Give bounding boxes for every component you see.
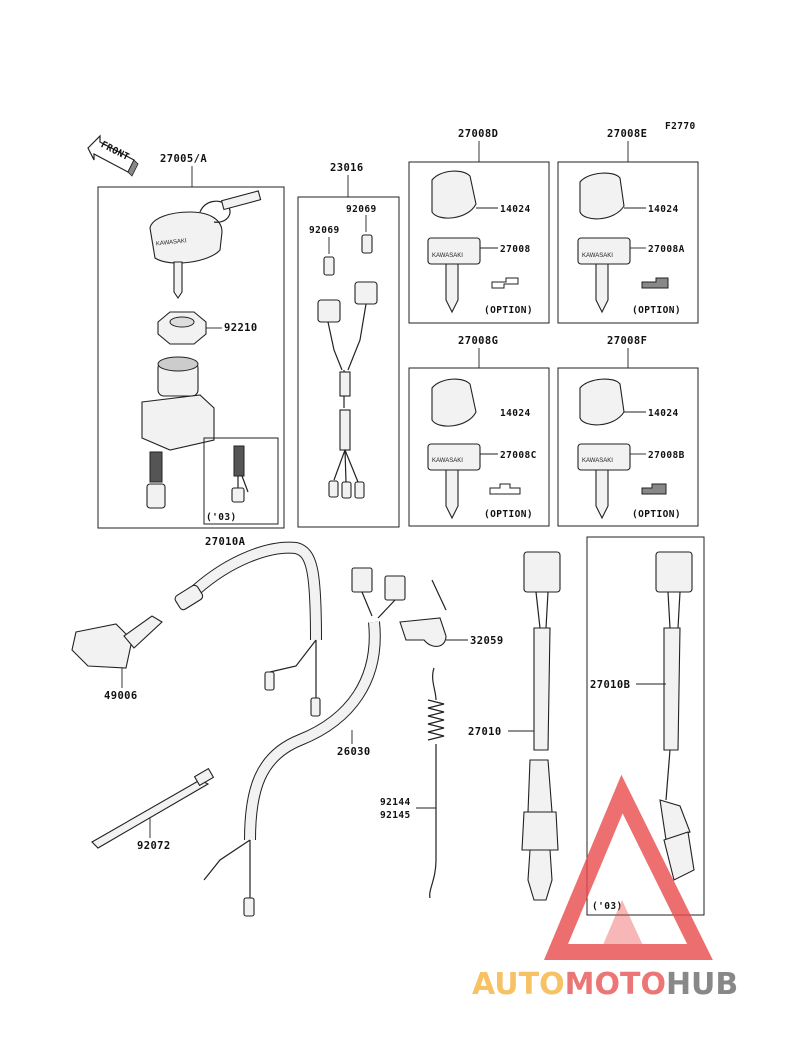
- ignition-switch-group: 27005/A KAWASAKI 92210 ('03): [97, 153, 285, 529]
- spring-switch-group: 92144 92145: [380, 667, 445, 899]
- key-brand-5: KAWASAKI: [582, 458, 613, 464]
- label-27010: 27010: [468, 726, 502, 738]
- harness-26030-group: 26030: [203, 567, 406, 917]
- label-27008: 27008: [500, 244, 531, 255]
- key-set-27008G: 27008G 14024 KAWASAKI 27008C (OPTION): [408, 335, 550, 527]
- label-27008F: 27008F: [607, 335, 647, 347]
- key-brand-2: KAWASAKI: [432, 253, 463, 259]
- cable-tie-92072-group: 92072: [91, 767, 215, 852]
- key-set-27008D: 27008D 14024 KAWASAKI 27008 (OPTION): [408, 128, 550, 324]
- label-92144: 92144: [380, 797, 411, 808]
- option-label-4: (OPTION): [632, 509, 681, 520]
- label-27010A: 27010A: [205, 536, 246, 548]
- label-92210: 92210: [224, 322, 258, 334]
- option-label-2: (OPTION): [632, 305, 681, 316]
- label-14024-d: 14024: [648, 408, 679, 419]
- cable-27010A-group: 27010A 49006: [71, 536, 322, 717]
- label-27008E: 27008E: [607, 128, 647, 140]
- harness-box: [297, 196, 400, 528]
- clamp-32059-group: 32059: [399, 579, 504, 647]
- label-27008B: 27008B: [648, 450, 685, 461]
- label-03-a: ('03): [206, 512, 237, 523]
- option-label-3: (OPTION): [484, 509, 533, 520]
- label-92145: 92145: [380, 810, 411, 821]
- label-23016: 23016: [330, 162, 364, 174]
- key-set-27008E: 27008E 14024 KAWASAKI 27008A (OPTION): [557, 128, 699, 324]
- label-92069-b: 92069: [309, 225, 340, 236]
- cable-27010-group: 27010: [468, 551, 561, 901]
- key-brand-4: KAWASAKI: [432, 458, 463, 464]
- label-26030: 26030: [337, 746, 371, 758]
- sub-harness-group: 23016 92069 92069: [297, 162, 400, 528]
- option-label-1: (OPTION): [484, 305, 533, 316]
- watermark-logo: AUTOMOTOHUB: [472, 774, 738, 1002]
- key-set-27008F: 27008F 14024 KAWASAKI 27008B (OPTION): [557, 335, 699, 527]
- label-14024-c: 14024: [500, 408, 531, 419]
- ignition-box: [97, 186, 285, 529]
- key-brand-3: KAWASAKI: [582, 253, 613, 259]
- diagram-code: F2770: [665, 121, 696, 132]
- label-32059: 32059: [470, 635, 504, 647]
- key-brand-1: KAWASAKI: [156, 238, 188, 247]
- label-49006: 49006: [104, 690, 138, 702]
- cable-27010B-group: 27010B ('03): [586, 536, 705, 916]
- front-arrow-icon: FRONT: [87, 134, 139, 177]
- label-14024-b: 14024: [648, 204, 679, 215]
- label-27008A: 27008A: [648, 244, 685, 255]
- label-27008G: 27008G: [458, 335, 498, 347]
- inset-03-box: [203, 437, 279, 525]
- label-14024-a: 14024: [500, 204, 531, 215]
- label-27008D: 27008D: [458, 128, 498, 140]
- label-27005A: 27005/A: [160, 153, 207, 165]
- watermark-triangle-icon: [543, 774, 713, 960]
- label-27008C: 27008C: [500, 450, 537, 461]
- label-03-b: ('03): [592, 901, 623, 912]
- label-92072: 92072: [137, 840, 171, 852]
- label-92069-a: 92069: [346, 204, 377, 215]
- label-27010B: 27010B: [590, 679, 630, 691]
- watermark-text: AUTOMOTOHUB: [472, 967, 738, 1002]
